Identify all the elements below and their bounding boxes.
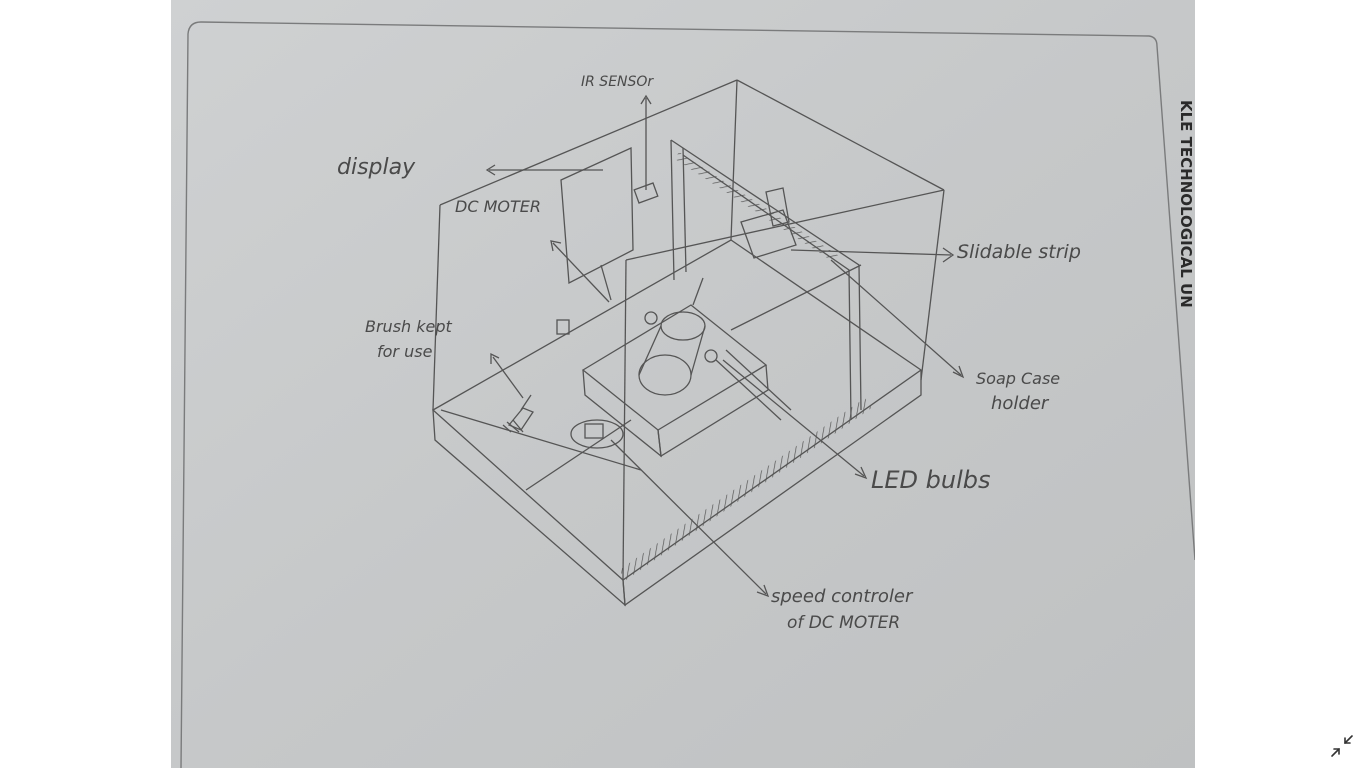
label-speed-line2: of DC MOTER xyxy=(787,613,900,633)
label-speed-line1: speed controler xyxy=(771,586,914,607)
label-slidable-strip: Slidable strip xyxy=(957,241,1081,263)
label-brush-line1: Brush kept xyxy=(365,317,453,336)
label-display: display xyxy=(337,155,416,180)
exit-fullscreen-icon xyxy=(1328,732,1356,760)
exit-fullscreen-button[interactable] xyxy=(1328,732,1356,760)
label-soap-line1: Soap Case xyxy=(976,369,1060,388)
label-dc-motor: DC MOTER xyxy=(455,197,541,216)
margin-text: KLE TECHNOLOGICAL UN xyxy=(1177,100,1195,308)
label-led-bulbs: LED bulbs xyxy=(871,466,991,494)
sketch-drawing: KLE TECHNOLOGICAL UN xyxy=(171,0,1195,768)
label-ir-sensor: IR SENSOr xyxy=(581,74,654,90)
label-brush-line2: for use xyxy=(377,342,433,361)
sketch-photo: KLE TECHNOLOGICAL UN xyxy=(171,0,1195,768)
label-soap-line2: holder xyxy=(991,393,1050,414)
